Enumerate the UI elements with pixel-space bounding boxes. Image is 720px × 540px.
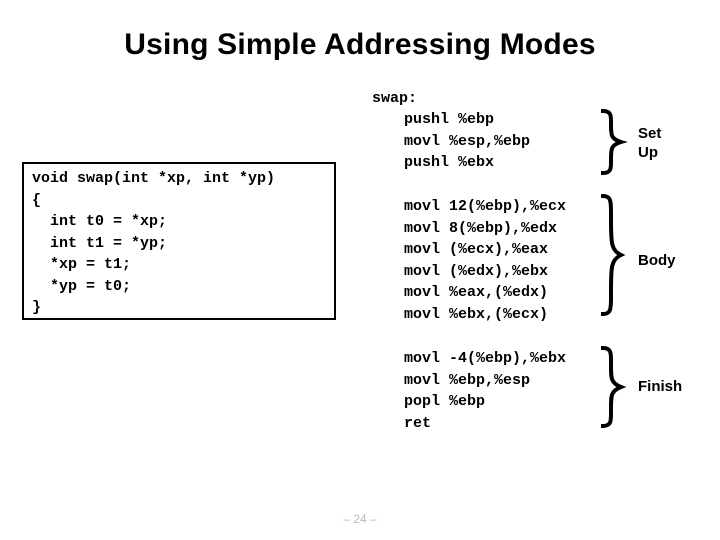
assembly-block-set-up: pushl %ebp movl %esp,%ebp pushl %ebx [404,111,531,171]
curly-brace-body-icon [600,193,626,317]
assembly-block-finish: movl -4(%ebp),%ebx movl %ebp,%esp popl %… [404,350,567,432]
assembly-function-label: swap: [372,90,418,107]
curly-brace-set-up-icon [600,108,628,176]
assembly-block-body: movl 12(%ebp),%ecx movl 8(%ebp),%edx mov… [404,198,567,323]
page-title: Using Simple Addressing Modes [124,28,596,61]
section-label-set-up-line1: Set [638,125,662,142]
section-label-set-up-line2: Up [638,144,658,161]
curly-brace-finish-icon [600,345,627,429]
c-code-text: void swap(int *xp, int *yp) { int t0 = *… [32,170,276,316]
page-number: – 24 – [343,512,377,526]
section-label-body: Body [638,252,676,269]
c-code-box: void swap(int *xp, int *yp) { int t0 = *… [22,162,336,320]
section-label-finish: Finish [638,378,683,395]
